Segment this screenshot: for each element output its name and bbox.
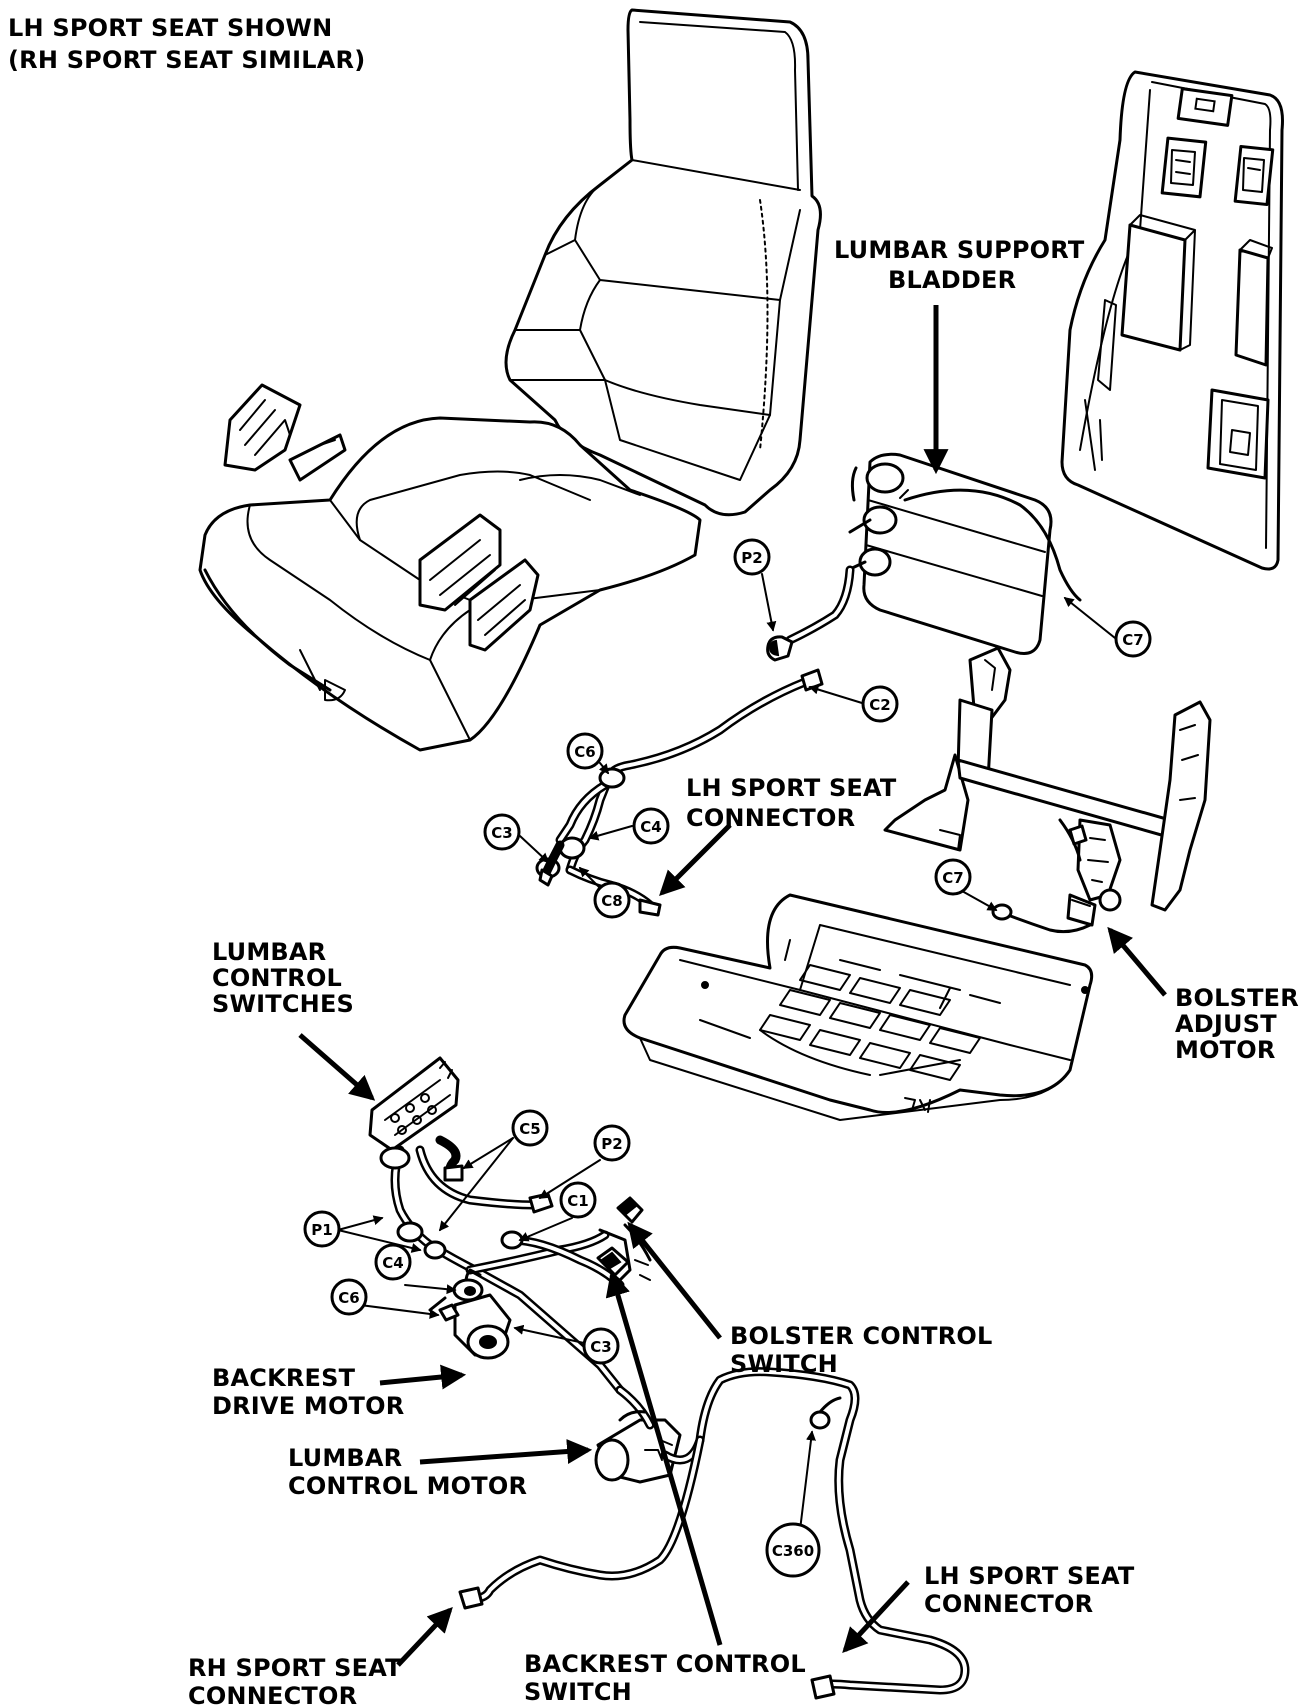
seat-back-rear-panel: [1060, 70, 1284, 571]
svg-text:LH SPORT SEAT: LH SPORT SEAT: [924, 1562, 1135, 1590]
header-line-2: (RH SPORT SEAT SIMILAR): [8, 46, 365, 74]
lumbar-control-switches: [368, 1056, 460, 1152]
label-lumbar-control-switches: LUMBAR CONTROL SWITCHES: [212, 938, 354, 1018]
svg-text:BOLSTER CONTROL: BOLSTER CONTROL: [730, 1322, 993, 1350]
svg-text:LUMBAR: LUMBAR: [288, 1444, 402, 1472]
svg-text:LUMBAR SUPPORT: LUMBAR SUPPORT: [834, 236, 1085, 264]
svg-text:SWITCHES: SWITCHES: [212, 990, 354, 1018]
svg-text:LUMBAR: LUMBAR: [212, 938, 326, 966]
callout-leaders: [337, 573, 1116, 1531]
arrow-rh-sport-seat-connector: [396, 1606, 453, 1667]
svg-text:P2: P2: [601, 1135, 622, 1153]
svg-text:C6: C6: [574, 743, 595, 761]
header-line-1: LH SPORT SEAT SHOWN: [8, 14, 332, 42]
arrow-lumbar-control-switches: [298, 1033, 376, 1101]
svg-text:MOTOR: MOTOR: [1175, 1036, 1276, 1064]
seat-cushion: [198, 383, 702, 752]
label-lumbar-control-motor: LUMBAR CONTROL MOTOR: [288, 1444, 527, 1500]
svg-text:SWITCH: SWITCH: [524, 1678, 632, 1706]
svg-text:BOLSTER: BOLSTER: [1175, 984, 1299, 1012]
svg-text:CONTROL MOTOR: CONTROL MOTOR: [288, 1472, 527, 1500]
svg-text:C5: C5: [519, 1120, 540, 1138]
arrow-bolster-adjust-motor: [1107, 926, 1167, 997]
svg-text:C7: C7: [1122, 631, 1143, 649]
label-backrest-control-switch: BACKREST CONTROL SWITCH: [524, 1650, 806, 1706]
svg-text:SWITCH: SWITCH: [730, 1350, 838, 1378]
callout-c3-upper: C3: [483, 813, 521, 851]
component-labels: LUMBAR SUPPORT BLADDER LH SPORT SEAT CON…: [188, 236, 1299, 1708]
arrow-bolster-control-switch: [627, 1221, 722, 1340]
label-backrest-drive-motor: BACKREST DRIVE MOTOR: [212, 1364, 404, 1420]
callout-c1: C1: [559, 1181, 597, 1219]
lower-wiring-harness: [379, 1135, 970, 1700]
svg-text:C2: C2: [869, 696, 890, 714]
callout-c3-lower: C3: [582, 1327, 620, 1365]
arrow-backrest-control-switch: [605, 1271, 723, 1646]
svg-text:BLADDER: BLADDER: [888, 266, 1016, 294]
svg-text:CONNECTOR: CONNECTOR: [924, 1590, 1093, 1618]
svg-text:CONNECTOR: CONNECTOR: [188, 1682, 357, 1708]
svg-text:CONNECTOR: CONNECTOR: [686, 804, 855, 832]
callout-c6-upper: C6: [566, 732, 604, 770]
leader-arrows: [298, 305, 1167, 1667]
svg-text:C360: C360: [772, 1542, 814, 1560]
callouts: P2 C7 C2 C6 C4 C3 C8 C7: [303, 538, 1152, 1578]
label-bolster-adjust-motor: BOLSTER ADJUST MOTOR: [1175, 984, 1299, 1064]
svg-text:C3: C3: [590, 1338, 611, 1356]
callout-p2-lower: P2: [593, 1124, 631, 1162]
label-lh-sport-seat-connector-lower: LH SPORT SEAT CONNECTOR: [924, 1562, 1135, 1618]
svg-text:C4: C4: [640, 818, 661, 836]
arrow-lh-sport-seat-connector-lower: [842, 1580, 910, 1654]
callout-p1: P1: [303, 1210, 341, 1248]
callout-c6-lower: C6: [330, 1278, 368, 1316]
svg-text:C6: C6: [338, 1289, 359, 1307]
svg-text:DRIVE MOTOR: DRIVE MOTOR: [212, 1392, 404, 1420]
svg-text:C1: C1: [567, 1192, 588, 1210]
svg-text:LH SPORT SEAT: LH SPORT SEAT: [686, 774, 897, 802]
callout-c5: C5: [511, 1109, 549, 1147]
label-rh-sport-seat-connector: RH SPORT SEAT CONNECTOR: [188, 1654, 402, 1708]
svg-text:RH SPORT SEAT: RH SPORT SEAT: [188, 1654, 402, 1682]
svg-text:P1: P1: [311, 1221, 332, 1239]
callout-c4-lower: C4: [374, 1243, 412, 1281]
label-lh-sport-seat-connector-upper: LH SPORT SEAT CONNECTOR: [686, 774, 897, 832]
diagram-header: LH SPORT SEAT SHOWN (RH SPORT SEAT SIMIL…: [8, 14, 365, 74]
svg-text:C8: C8: [601, 892, 622, 910]
label-lumbar-support-bladder: LUMBAR SUPPORT BLADDER: [834, 236, 1085, 294]
callout-c4-upper: C4: [632, 807, 670, 845]
callout-c2: C2: [861, 685, 899, 723]
callout-c7-upper: C7: [1114, 620, 1152, 658]
label-bolster-control-switch: BOLSTER CONTROL SWITCH: [730, 1322, 993, 1378]
callout-c360: C360: [765, 1522, 821, 1578]
lumbar-support-bladder: [766, 452, 1082, 662]
svg-text:ADJUST: ADJUST: [1175, 1010, 1277, 1038]
svg-text:P2: P2: [741, 549, 762, 567]
svg-text:C4: C4: [382, 1254, 403, 1272]
callout-c8: C8: [593, 881, 631, 919]
svg-text:BACKREST CONTROL: BACKREST CONTROL: [524, 1650, 806, 1678]
svg-text:CONTROL: CONTROL: [212, 964, 342, 992]
arrow-lh-sport-seat-connector-upper: [659, 823, 732, 896]
arrow-backrest-drive-motor: [379, 1364, 467, 1390]
arrow-lumbar-control-motor: [419, 1439, 593, 1465]
callout-c7-lower: C7: [934, 858, 972, 896]
callout-p2-upper: P2: [733, 538, 771, 576]
svg-text:BACKREST: BACKREST: [212, 1364, 356, 1392]
seat-frame: [883, 646, 1212, 927]
svg-text:C7: C7: [942, 869, 963, 887]
seat-pan: [622, 893, 1094, 1121]
svg-text:C3: C3: [491, 824, 512, 842]
